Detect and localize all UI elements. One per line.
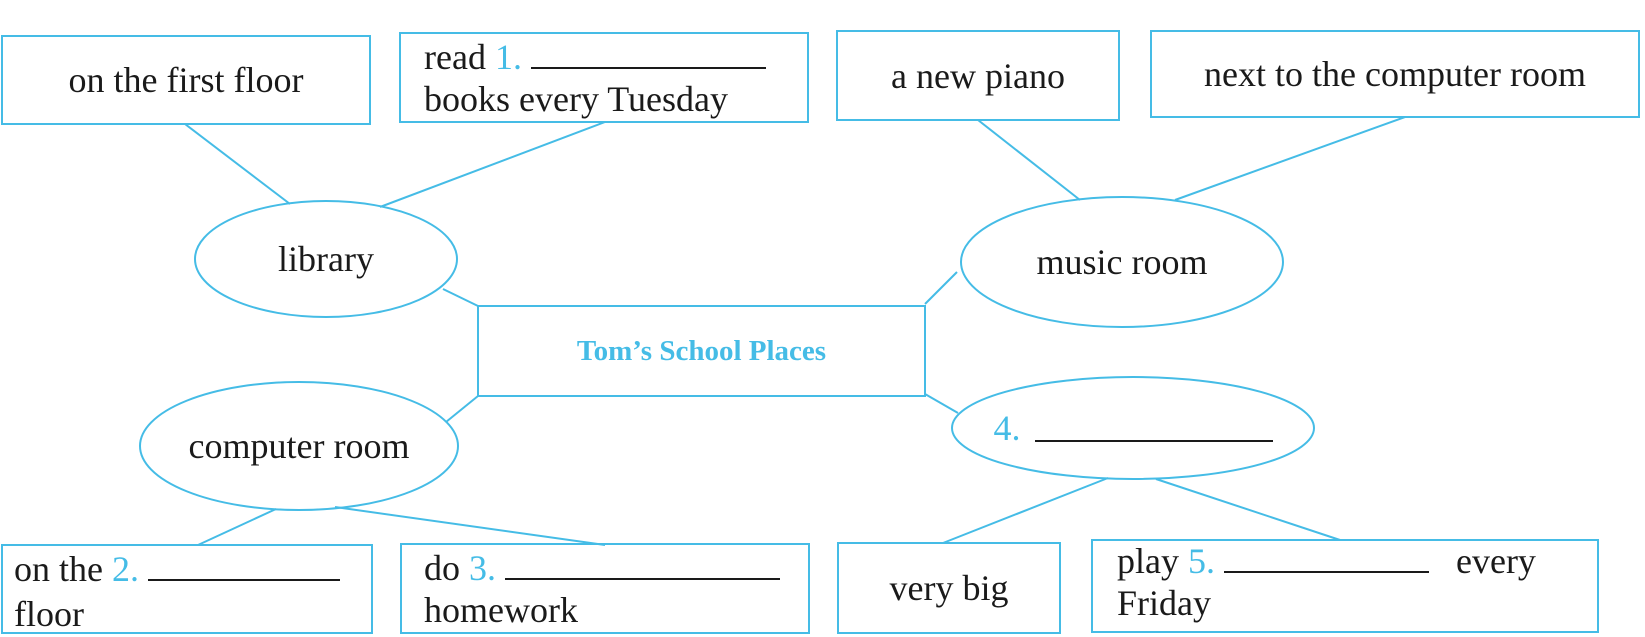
place4-activity-after: Friday	[1117, 583, 1211, 623]
node-library-label: library	[278, 239, 374, 279]
box-computer-activity-frame	[400, 543, 810, 634]
blank-number-3: 3.	[469, 548, 496, 588]
blank-number-2: 2.	[111, 549, 139, 589]
box-library-floor-frame	[1, 35, 371, 125]
box-music-location: next to the computer room	[1151, 31, 1639, 117]
connector-center-library	[442, 288, 479, 307]
node-library-ellipse	[194, 200, 458, 318]
place4-activity-before: play	[1117, 541, 1179, 581]
connector-computer-floor	[197, 508, 277, 546]
center-box-frame	[477, 305, 926, 397]
node-computer-room: computer room	[140, 382, 458, 510]
answer-blank-1[interactable]	[530, 41, 766, 69]
center-title: Tom’s School Places	[478, 306, 925, 396]
blank-number-4: 4.	[993, 408, 1021, 448]
box-music-location-frame	[1150, 30, 1640, 118]
library-activity-before: read	[424, 37, 486, 77]
box-library-floor-text: on the first floor	[68, 60, 304, 100]
box-library-activity: read 1. books every Tuesday	[424, 36, 766, 120]
node-computer-room-ellipse	[139, 381, 459, 511]
box-library-floor: on the first floor	[2, 36, 370, 124]
connector-computer-activity	[334, 506, 606, 546]
connector-music-location	[1174, 116, 1406, 201]
answer-blank-2[interactable]	[147, 553, 340, 581]
answer-blank-4[interactable]	[1034, 414, 1273, 442]
connector-center-music	[924, 271, 958, 305]
connector-library-activity	[379, 121, 606, 208]
connector-place4-activity	[1155, 478, 1341, 541]
box-music-item-text: a new piano	[891, 55, 1065, 96]
node-library: library	[195, 201, 457, 317]
computer-floor-after: floor	[14, 594, 84, 634]
computer-activity-after: homework	[424, 590, 578, 630]
node-place4-ellipse	[951, 376, 1315, 480]
answer-blank-3[interactable]	[505, 552, 780, 580]
connector-music-piano	[977, 119, 1081, 201]
box-place4-size-frame	[837, 542, 1061, 634]
node-place4: 4.	[952, 377, 1314, 479]
box-music-item-frame	[836, 30, 1120, 121]
box-music-location-text: next to the computer room	[1204, 54, 1586, 94]
node-music-room: music room	[961, 197, 1283, 327]
box-place4-activity: play 5. every Friday	[1117, 540, 1536, 624]
box-computer-floor-frame	[1, 544, 373, 634]
connector-place4-size	[942, 477, 1109, 544]
box-computer-activity: do 3. homework	[424, 547, 780, 631]
box-computer-floor: on the 2. floor	[14, 547, 340, 637]
node-music-room-label: music room	[1036, 242, 1208, 282]
blank-number-5: 5.	[1187, 541, 1215, 581]
box-place4-activity-frame	[1091, 539, 1599, 633]
box-place4-size: very big	[838, 543, 1060, 633]
box-library-activity-frame	[399, 32, 809, 123]
computer-floor-before: on the	[14, 549, 103, 589]
center-title-text: Tom’s School Places	[576, 334, 827, 367]
connector-center-place4	[924, 393, 959, 414]
node-music-room-ellipse	[960, 196, 1284, 328]
connector-library-floor	[184, 123, 291, 205]
answer-blank-5[interactable]	[1223, 545, 1429, 573]
blank-number-1: 1.	[494, 37, 522, 77]
library-activity-after: books every Tuesday	[424, 79, 728, 119]
connector-center-computer	[445, 395, 479, 423]
place4-activity-middle: every	[1455, 541, 1536, 581]
node-computer-room-label: computer room	[188, 426, 410, 466]
box-place4-size-text: very big	[889, 568, 1009, 608]
box-music-item: a new piano	[837, 31, 1119, 120]
computer-activity-before: do	[424, 548, 460, 588]
